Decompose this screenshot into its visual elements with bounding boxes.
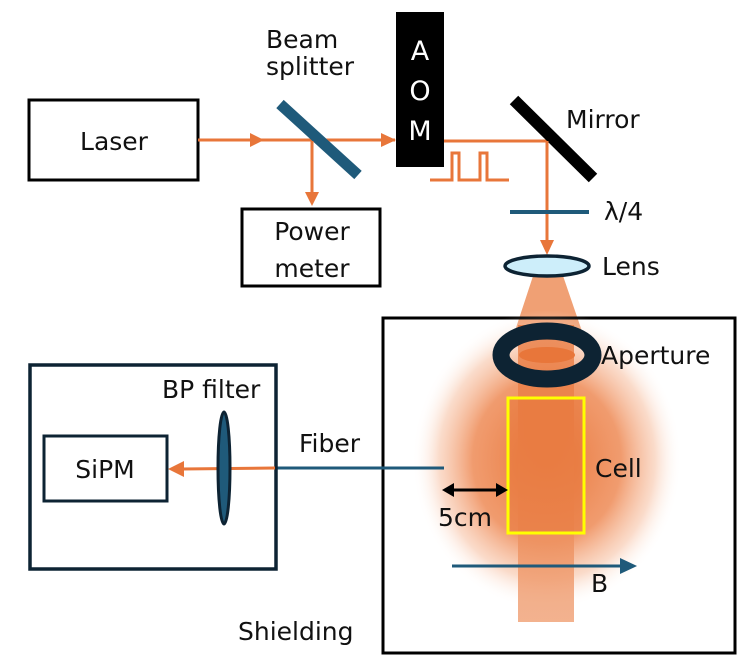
beam-splitter-label-line1: Beam xyxy=(266,25,338,54)
beam-splitter xyxy=(276,99,362,180)
aperture xyxy=(492,322,602,388)
beam-arrow-icon xyxy=(381,133,396,147)
magnetic-field-label: B xyxy=(591,569,608,598)
sipm-label: SiPM xyxy=(75,455,134,484)
aperture-label: Aperture xyxy=(601,341,710,370)
vapor-cell xyxy=(506,396,586,535)
aperture-opening xyxy=(519,347,575,363)
quarter-wave-label: λ/4 xyxy=(604,197,643,226)
pickoff-arrow-icon xyxy=(305,192,319,206)
aom-letter-m: M xyxy=(408,116,431,147)
aom-letter-a: A xyxy=(411,36,430,67)
distance-arrow-left-icon xyxy=(442,483,454,497)
shielding-label: Shielding xyxy=(238,617,354,646)
pulse-train-icon xyxy=(430,151,509,182)
lens xyxy=(503,254,591,278)
power-meter-box xyxy=(240,207,382,288)
lens-label: Lens xyxy=(602,252,660,281)
laser-box xyxy=(27,98,200,182)
detector-box xyxy=(28,363,278,571)
down-arrow-icon xyxy=(540,240,554,255)
distance-arrow-right-icon xyxy=(496,483,508,497)
aom-block xyxy=(396,12,444,167)
aom-letter-o: O xyxy=(409,76,430,107)
bp-filter-label: BP filter xyxy=(162,375,261,404)
cell-label: Cell xyxy=(595,454,642,483)
signal-arrow-icon xyxy=(168,461,184,477)
magnetic-field-arrow-icon xyxy=(620,558,637,574)
mirror-label: Mirror xyxy=(566,105,640,134)
beam-arrow-icon xyxy=(250,133,264,147)
distance-label: 5cm xyxy=(438,503,492,532)
laser-label: Laser xyxy=(80,127,149,156)
mirror xyxy=(509,95,598,183)
power-meter-label-line2: meter xyxy=(274,254,350,283)
sipm-box xyxy=(42,434,169,503)
beam-splitter-label-line2: splitter xyxy=(266,52,355,81)
power-meter-label-line1: Power xyxy=(274,217,350,246)
fiber-label: Fiber xyxy=(299,429,361,458)
bp-filter xyxy=(216,410,232,526)
